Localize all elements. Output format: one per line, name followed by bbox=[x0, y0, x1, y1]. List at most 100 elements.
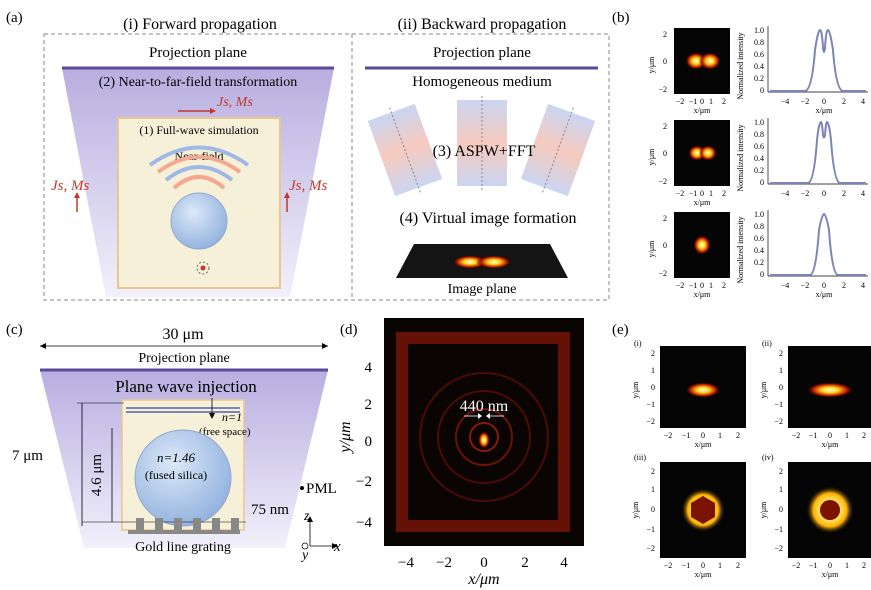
svg-text:0: 0 bbox=[651, 383, 655, 392]
svg-text:−4: −4 bbox=[781, 189, 790, 198]
svg-text:1: 1 bbox=[651, 366, 655, 375]
svg-text:2: 2 bbox=[779, 467, 783, 476]
svg-text:−4: −4 bbox=[781, 97, 790, 106]
step2-label: (2) Near-to-far-field transformation bbox=[99, 75, 297, 90]
svg-text:−1: −1 bbox=[646, 525, 655, 534]
focal-spot bbox=[478, 431, 490, 449]
svg-text:0: 0 bbox=[779, 383, 783, 392]
svg-text:0: 0 bbox=[822, 189, 826, 198]
svg-text:(iv): (iv) bbox=[762, 453, 774, 462]
svg-text:−2: −2 bbox=[658, 85, 667, 94]
projection-plane-label: Projection plane bbox=[138, 351, 229, 366]
panel-d-xlabel: x/μm bbox=[467, 571, 499, 588]
backward-title: (ii) Backward propagation bbox=[398, 16, 567, 33]
panel-c: (c) 30 μm Projection plane Plane wave in… bbox=[6, 322, 341, 563]
svg-text:2: 2 bbox=[663, 30, 667, 39]
svg-text:−2: −2 bbox=[676, 97, 685, 106]
svg-text:2: 2 bbox=[521, 555, 529, 571]
svg-text:−1: −1 bbox=[682, 561, 691, 570]
panel-d: (d) 440 nm 4 2 0 −2 −4 y/μm −4 −2 0 2 4 … bbox=[337, 318, 584, 588]
svg-text:2: 2 bbox=[779, 349, 783, 358]
svg-text:−1: −1 bbox=[646, 400, 655, 409]
width-label: 30 μm bbox=[162, 326, 204, 343]
svg-text:0: 0 bbox=[760, 178, 764, 187]
svg-text:1: 1 bbox=[718, 561, 722, 570]
svg-text:(iii): (iii) bbox=[634, 453, 646, 462]
svg-text:2: 2 bbox=[736, 561, 740, 570]
svg-text:4: 4 bbox=[861, 97, 865, 106]
svg-text:0: 0 bbox=[700, 189, 704, 198]
panel-e-ii: (ii) y/μm 2 1 0 −1 −2 −2 −1 0 1 2 x/μm bbox=[759, 339, 871, 449]
svg-text:1: 1 bbox=[779, 485, 783, 494]
svg-text:2: 2 bbox=[842, 189, 846, 198]
svg-text:x/μm: x/μm bbox=[822, 570, 840, 579]
panel-b-row-1: y/μm 2 0 −2 −2 −1 0 1 2 x/μm Normalized … bbox=[647, 26, 868, 115]
panel-a-label: (a) bbox=[6, 10, 23, 26]
svg-text:−2: −2 bbox=[801, 281, 810, 290]
nm75-label: 75 nm bbox=[251, 502, 289, 518]
svg-text:0: 0 bbox=[663, 149, 667, 158]
svg-text:−2: −2 bbox=[664, 561, 673, 570]
svg-text:1: 1 bbox=[709, 189, 713, 198]
svg-text:−1: −1 bbox=[809, 561, 818, 570]
svg-text:0: 0 bbox=[828, 431, 832, 440]
svg-text:0: 0 bbox=[779, 505, 783, 514]
svg-text:2: 2 bbox=[722, 281, 726, 290]
profile-curve bbox=[770, 212, 866, 276]
free-space-label: (free space) bbox=[199, 426, 251, 438]
svg-text:1: 1 bbox=[651, 485, 655, 494]
panel-e-label: (e) bbox=[612, 322, 629, 338]
svg-text:y/μm: y/μm bbox=[759, 501, 768, 519]
svg-text:y/μm: y/μm bbox=[759, 381, 768, 399]
svg-text:1: 1 bbox=[845, 431, 849, 440]
svg-text:0.8: 0.8 bbox=[754, 130, 764, 139]
jsms-right: Js, Ms bbox=[289, 178, 327, 194]
step1-label: (1) Full-wave simulation bbox=[139, 123, 258, 137]
svg-text:−2: −2 bbox=[792, 561, 801, 570]
svg-text:2: 2 bbox=[722, 97, 726, 106]
svg-text:−2: −2 bbox=[658, 269, 667, 278]
svg-text:1: 1 bbox=[845, 561, 849, 570]
svg-text:z: z bbox=[303, 509, 310, 524]
svg-text:x/μm: x/μm bbox=[822, 440, 840, 449]
svg-text:−2: −2 bbox=[774, 544, 783, 553]
svg-text:−2: −2 bbox=[676, 281, 685, 290]
svg-text:Normalized intensity: Normalized intensity bbox=[736, 124, 745, 191]
svg-text:Normalized intensity: Normalized intensity bbox=[736, 216, 745, 283]
coordinate-axes: z x y bbox=[300, 509, 341, 563]
svg-text:0: 0 bbox=[822, 97, 826, 106]
image-plane-label: Image plane bbox=[448, 282, 517, 297]
plane-wave-label: Plane wave injection bbox=[115, 377, 257, 396]
wave-bundle-center bbox=[457, 96, 507, 192]
svg-text:y/μm: y/μm bbox=[647, 148, 656, 166]
svg-text:−2: −2 bbox=[356, 474, 372, 490]
svg-text:0.2: 0.2 bbox=[754, 258, 764, 267]
svg-text:2: 2 bbox=[736, 431, 740, 440]
svg-text:x/μm: x/μm bbox=[816, 290, 834, 299]
edge-halo bbox=[396, 332, 570, 532]
grating-label: Gold line grating bbox=[135, 540, 231, 555]
svg-text:0: 0 bbox=[700, 97, 704, 106]
svg-text:−1: −1 bbox=[689, 97, 698, 106]
gold-grating bbox=[128, 518, 240, 534]
svg-text:−1: −1 bbox=[682, 431, 691, 440]
svg-text:1.0: 1.0 bbox=[754, 118, 764, 127]
panel-e-i: (i) y/μm 2 1 0 −1 −2 −2 −1 0 1 2 x/μm bbox=[631, 339, 746, 449]
svg-text:2: 2 bbox=[862, 561, 866, 570]
n146-label: n=1.46 bbox=[157, 450, 196, 465]
panel-e-iv: (iv) y/μm 2 1 0 −1 −2 −2 −1 0 1 2 x/μm bbox=[759, 453, 871, 579]
svg-text:0: 0 bbox=[663, 57, 667, 66]
svg-text:y: y bbox=[300, 548, 309, 563]
svg-text:−1: −1 bbox=[689, 281, 698, 290]
svg-text:2: 2 bbox=[365, 397, 373, 413]
panel-e: (e) (i) y/μm 2 1 0 −1 −2 −2 −1 0 1 2 x/μ… bbox=[612, 322, 871, 579]
jsms-left: Js, Ms bbox=[51, 178, 89, 194]
svg-text:0: 0 bbox=[822, 281, 826, 290]
height-46-label: 4.6 μm bbox=[89, 454, 105, 497]
svg-text:0: 0 bbox=[663, 241, 667, 250]
svg-text:x/μm: x/μm bbox=[694, 106, 712, 115]
source-dipole bbox=[196, 261, 210, 275]
svg-text:0.2: 0.2 bbox=[754, 166, 764, 175]
svg-text:−2: −2 bbox=[801, 97, 810, 106]
svg-text:(ii): (ii) bbox=[762, 339, 772, 348]
